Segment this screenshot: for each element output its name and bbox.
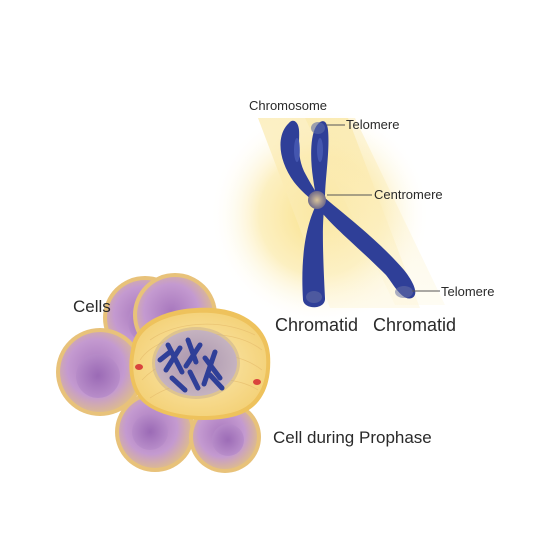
telomere-bottom-label: Telomere xyxy=(441,284,495,299)
centromere-dot xyxy=(308,191,326,209)
leader-lines xyxy=(326,124,440,292)
chromosome-label: Chromosome xyxy=(249,98,328,113)
centriole-left xyxy=(135,364,143,370)
chromatid-right-label: Chromatid xyxy=(373,315,457,335)
chromatid-right-highlight xyxy=(317,138,323,162)
cell-cluster xyxy=(56,273,271,473)
chromatid-left-highlight xyxy=(294,138,300,162)
telomere-top-label: Telomere xyxy=(346,117,400,132)
centromere-label: Centromere xyxy=(374,187,443,202)
chromatid-right-shape xyxy=(311,121,416,299)
telomere-bottom-cap xyxy=(395,286,413,298)
chromatid-left-label: Chromatid xyxy=(275,315,359,335)
chromatid-left-shape xyxy=(280,120,326,308)
telomere-top-cap xyxy=(311,122,325,134)
cells-label: Cells xyxy=(73,297,111,316)
prophase-cell xyxy=(129,307,271,420)
cell-left xyxy=(56,328,144,416)
condensed-chromosomes xyxy=(157,337,225,393)
centriole-right xyxy=(253,379,261,385)
centrioles xyxy=(135,364,261,385)
chromatid-left-bottom-cap xyxy=(306,291,322,303)
chromosome xyxy=(280,120,416,308)
cell-during-prophase-label: Cell during Prophase xyxy=(273,428,432,447)
